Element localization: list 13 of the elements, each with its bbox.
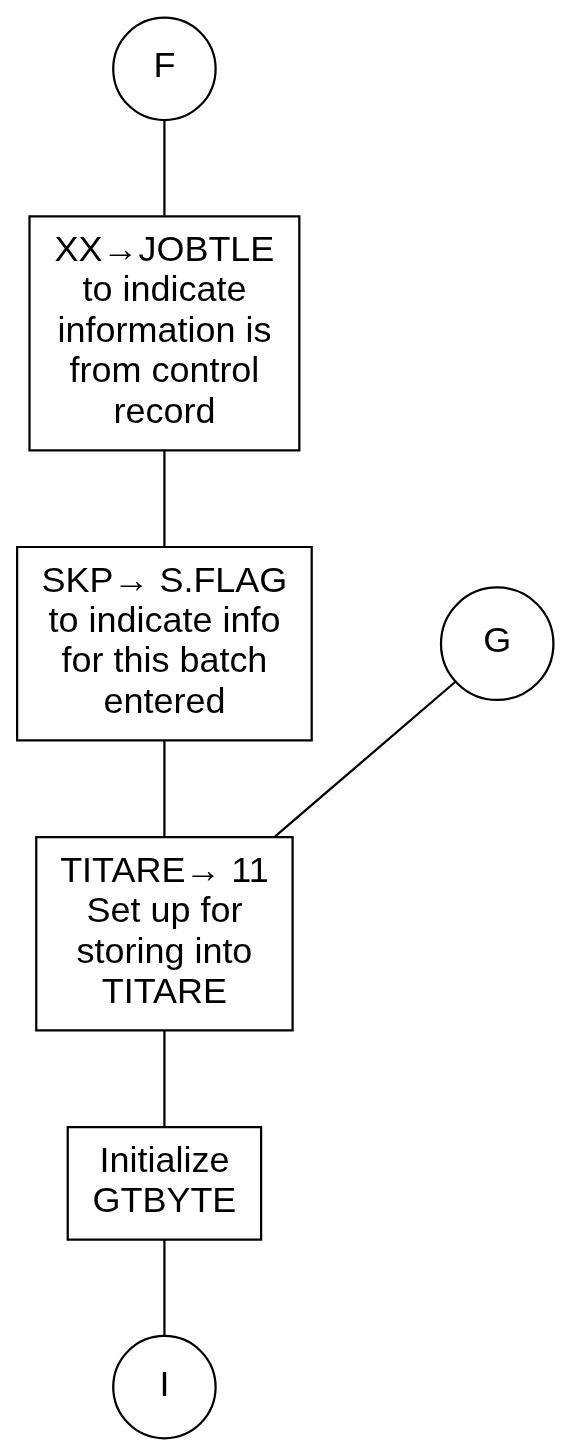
node-circle: I: [112, 1334, 217, 1440]
connector: [163, 1240, 166, 1336]
connector: [274, 680, 457, 838]
connector: [163, 450, 166, 547]
node-box: XX→JOBTLE to indicate information is from control record: [28, 215, 301, 452]
connector: [163, 741, 166, 837]
node-circle: F: [112, 16, 217, 122]
connector: [163, 1030, 166, 1127]
node-box: TITARE→ 11 Set up for storing into TITARE: [35, 835, 294, 1032]
node-box: Initialize GTBYTE: [66, 1126, 263, 1241]
connector: [163, 120, 166, 216]
node-circle: G: [439, 586, 555, 702]
node-box: SKP→ S.FLAG to indicate info for this batch entered: [16, 545, 313, 742]
